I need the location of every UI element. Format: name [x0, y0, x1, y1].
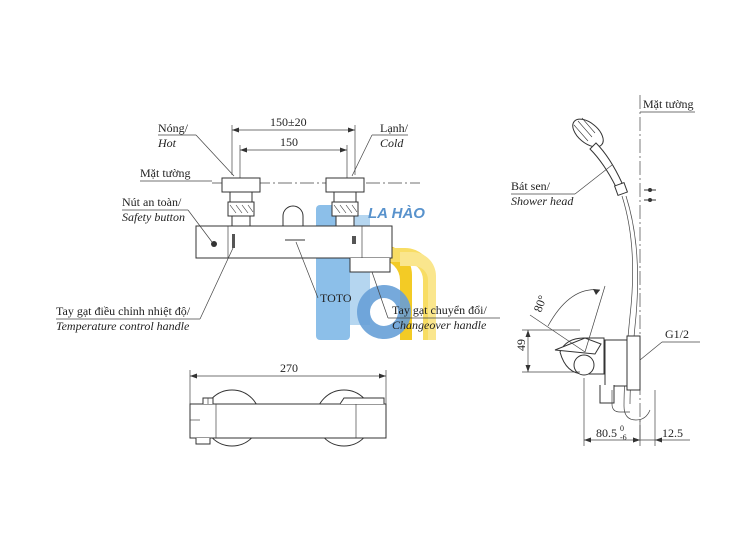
dimension-270: 270	[280, 361, 298, 375]
label-changeover-en: Changeover handle	[392, 318, 487, 332]
label-safety-vi: Nút an toàn/	[122, 195, 182, 209]
label-safety-en: Safety button	[122, 210, 185, 224]
top-view: 270	[189, 361, 387, 447]
dimension-80-5-tol-upper: 0	[620, 424, 624, 433]
shower-head	[572, 117, 656, 421]
mixer-side-body	[554, 335, 641, 413]
dimension-150-tolerance: 150±20	[270, 115, 307, 129]
side-view: Mặt tường Bát sen/ Shower head	[511, 95, 700, 446]
label-brand-toto: TOTO	[320, 291, 352, 305]
dimension-12-5: 12.5	[662, 426, 683, 440]
label-temp-vi: Tay gạt điều chỉnh nhiệt độ/	[56, 304, 191, 318]
label-cold-vi: Lạnh/	[380, 121, 409, 135]
dimension-150: 150	[280, 135, 298, 149]
label-thread-g12: G1/2	[665, 327, 689, 341]
dimension-80-5-tol-lower: -6	[620, 433, 627, 442]
label-cold-en: Cold	[380, 136, 404, 150]
front-view: 150±20 150 Nóng/ Hot	[56, 115, 500, 333]
label-temp-en: Temperature control handle	[56, 319, 190, 333]
dimension-angle-80: 80°	[531, 293, 550, 314]
label-shower-en: Shower head	[511, 194, 574, 208]
label-hot-en: Hot	[157, 136, 177, 150]
label-wall-left: Mặt tường	[140, 166, 191, 180]
label-hot-vi: Nóng/	[158, 121, 189, 135]
watermark-text: LA HÀO	[368, 205, 425, 222]
label-changeover-vi: Tay gạt chuyển đổi/	[392, 303, 487, 317]
dimension-49: 49	[514, 339, 528, 351]
dimension-80-5: 80.5	[596, 426, 617, 440]
label-wall-right: Mặt tường	[643, 97, 694, 111]
label-shower-vi: Bát sen/	[511, 179, 551, 193]
